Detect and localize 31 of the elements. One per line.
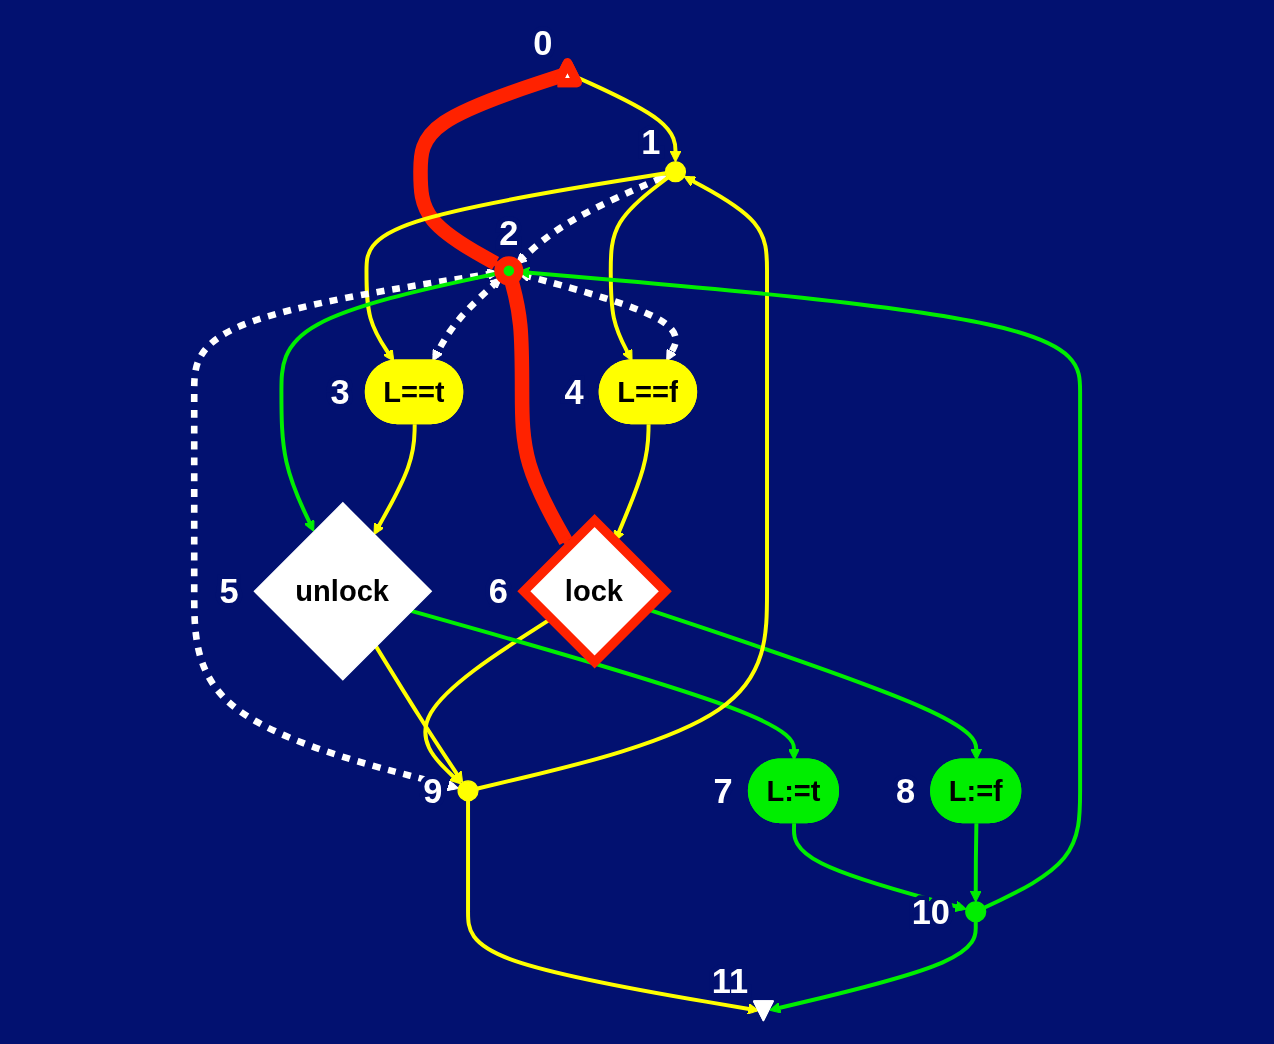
node-diamond: lock (517, 514, 672, 669)
node-number: 1 (641, 122, 661, 161)
arrow (465, 800, 759, 1015)
node-diamond: unlock (253, 501, 433, 681)
arrow (515, 174, 667, 265)
node-circle (457, 780, 479, 802)
arrow (373, 424, 417, 536)
node-circle (664, 161, 686, 183)
node-number: 5 (219, 572, 239, 611)
node-number: 11 (711, 962, 748, 1000)
arrow (410, 608, 800, 761)
arrow (477, 175, 769, 791)
node-number: 4 (564, 372, 584, 411)
arrow (432, 277, 502, 362)
node-number: 0 (533, 23, 553, 62)
arrow (768, 921, 978, 1014)
arrow (373, 645, 463, 784)
arrow (279, 271, 500, 532)
node-circle (494, 256, 524, 286)
node-number: 10 (911, 892, 950, 931)
arrow (518, 266, 1082, 910)
node-number: 8 (895, 771, 915, 810)
arrow (791, 823, 967, 912)
arrow (364, 171, 666, 362)
node-number: 7 (713, 771, 733, 810)
node-circle (965, 901, 987, 923)
node-number: 6 (488, 572, 508, 611)
node-number: 2 (499, 214, 519, 253)
node-number: 3 (330, 372, 350, 411)
arrow (608, 176, 669, 362)
arrow (969, 823, 982, 903)
